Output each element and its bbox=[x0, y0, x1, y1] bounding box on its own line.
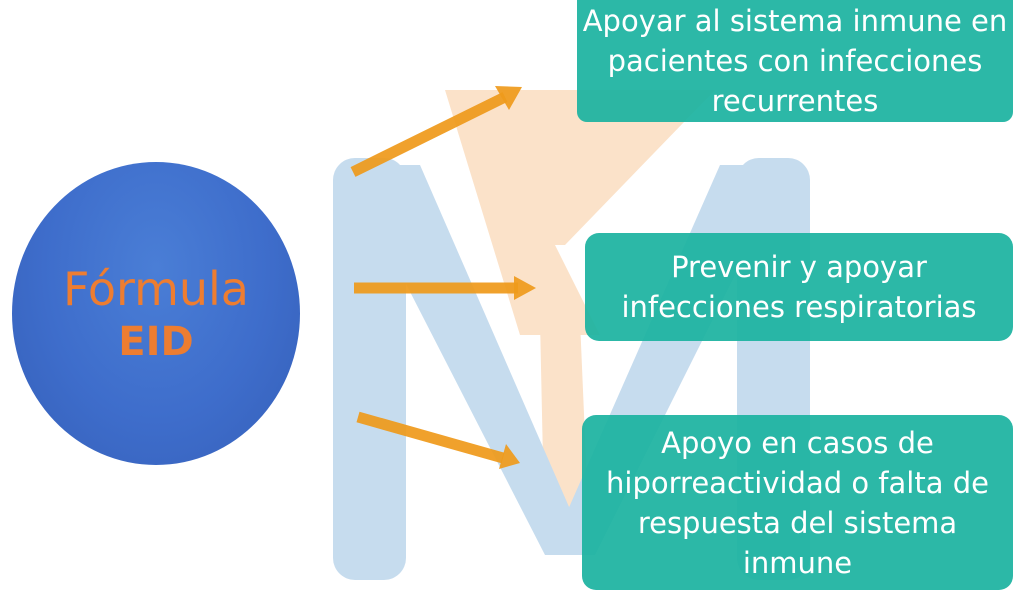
benefit-box-hyporeactivity: Apoyo en casos de hiporreactividad o fal… bbox=[582, 415, 1013, 590]
benefit-text: Prevenir y apoyar infecciones respirator… bbox=[621, 250, 977, 324]
arrow-bottom bbox=[356, 411, 520, 469]
benefit-box-immune: Apoyar al sistema inmune en pacientes co… bbox=[577, 0, 1013, 122]
arrow-middle bbox=[354, 276, 536, 300]
benefit-text: Apoyo en casos de hiporreactividad o fal… bbox=[606, 425, 989, 580]
logo-m-left-leg bbox=[333, 158, 406, 580]
logo-m-left-diagonal bbox=[345, 165, 590, 555]
arrow-top bbox=[350, 86, 522, 177]
benefit-text: Apoyar al sistema inmune en pacientes co… bbox=[582, 4, 1008, 118]
circle-subtitle: EID bbox=[118, 318, 194, 365]
logo-y-shape bbox=[445, 90, 715, 335]
formula-circle: Fórmula EID bbox=[12, 162, 300, 465]
benefit-box-respiratory: Prevenir y apoyar infecciones respirator… bbox=[585, 233, 1013, 341]
circle-title: Fórmula bbox=[63, 261, 249, 316]
